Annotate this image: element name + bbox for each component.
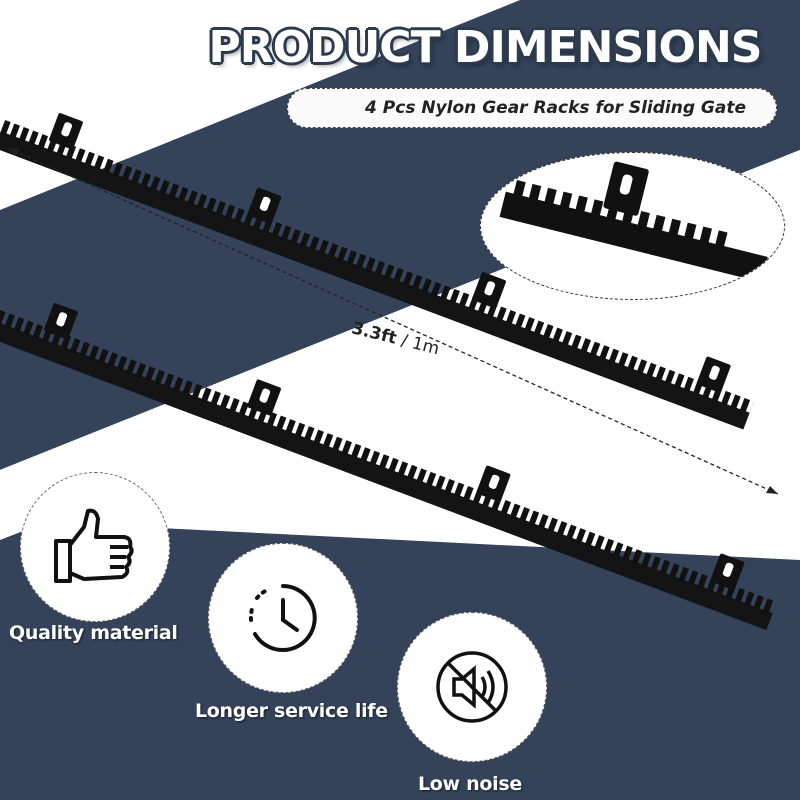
mute-speaker-icon	[436, 651, 508, 723]
feature-label-service-life: Longer service life	[195, 700, 388, 722]
feature-label-quality: Quality material	[9, 622, 178, 644]
gear-rack-top	[0, 113, 754, 430]
dimension-arrow	[7, 147, 779, 495]
rack-detail-image	[499, 161, 768, 283]
gear-rack-bottom	[0, 303, 777, 631]
subtitle: 4 Pcs Nylon Gear Racks for Sliding Gate	[365, 98, 746, 118]
subtitle-pill: 4 Pcs Nylon Gear Racks for Sliding Gate	[287, 88, 777, 128]
feature-circle-low-noise	[397, 612, 547, 762]
feature-label-low-noise: Low noise	[418, 773, 522, 795]
page-title: PRODUCT DIMENSIONS	[208, 22, 763, 73]
thumbs-up-icon	[54, 508, 134, 583]
zoom-detail-circle	[480, 152, 785, 300]
feature-circle-service-life	[208, 543, 358, 693]
feature-circle-quality	[20, 472, 170, 622]
clock-icon	[248, 584, 317, 652]
